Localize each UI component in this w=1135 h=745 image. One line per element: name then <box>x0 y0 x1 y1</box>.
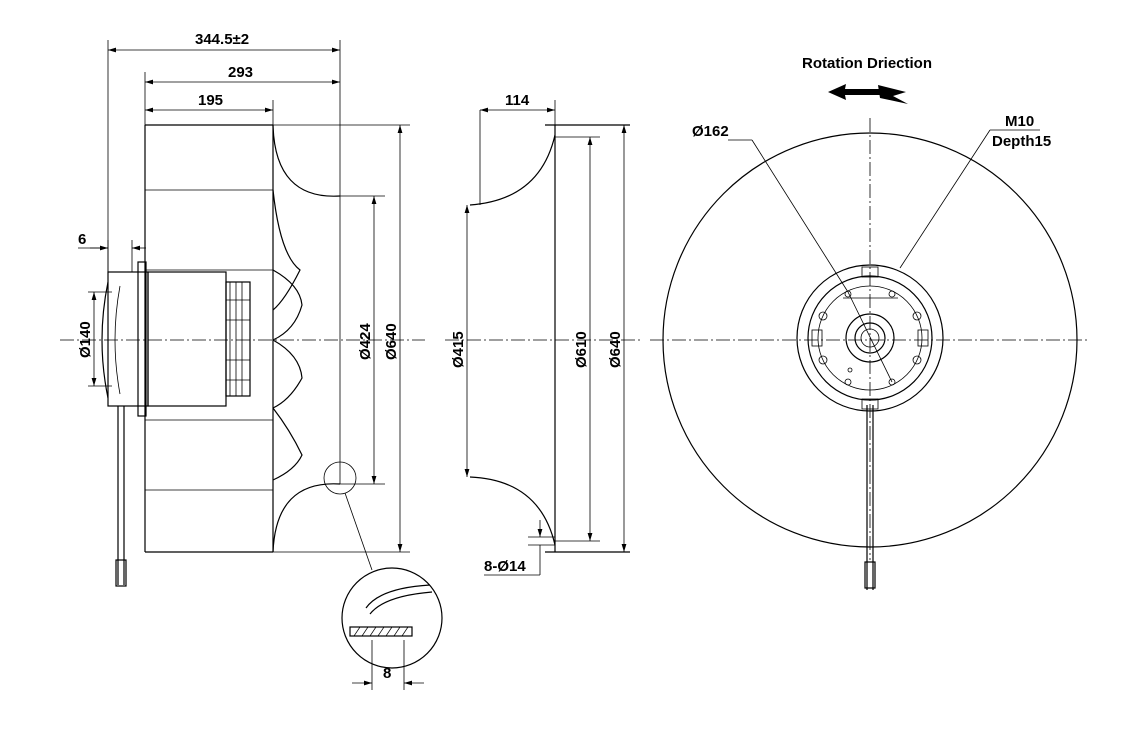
dim-blade-depth: 195 <box>198 92 223 109</box>
dim-inlet-ring-outer: Ø640 <box>607 331 624 368</box>
dim-impeller-diameter: Ø640 <box>383 323 400 360</box>
dim-impeller-length: 293 <box>228 64 253 81</box>
dim-hub-diameter: Ø140 <box>77 321 94 358</box>
dim-inlet-ring-bolt-circle: Ø610 <box>573 331 590 368</box>
dim-inlet-ring-throat: Ø415 <box>450 331 467 368</box>
front-view: Rotation Driection <box>650 55 1090 590</box>
side-view-dimensions: 344.5±2 293 195 6 Ø140 Ø424 Ø640 <box>77 31 410 553</box>
dim-inlet-ring-depth: 114 <box>505 92 530 109</box>
dim-overall-length: 344.5±2 <box>195 31 249 48</box>
dim-mount-holes: 8-Ø14 <box>484 558 526 575</box>
detail-circle <box>341 567 443 669</box>
detail-view: 8 <box>323 461 443 690</box>
dim-thread: M10 <box>1005 113 1034 130</box>
dim-bolt-circle: Ø162 <box>692 123 729 140</box>
rotation-direction-label: Rotation Driection <box>802 55 932 72</box>
dim-motor-offset: 6 <box>78 231 86 248</box>
inlet-ring-view: 114 Ø415 Ø610 Ø640 8-Ø14 <box>445 92 640 576</box>
side-view <box>60 124 425 587</box>
rotation-arrow-icon <box>828 84 908 104</box>
dim-thread-depth: Depth15 <box>992 133 1051 150</box>
dim-detail-thickness: 8 <box>383 665 391 682</box>
dim-inlet-inner-diameter: Ø424 <box>357 323 374 360</box>
